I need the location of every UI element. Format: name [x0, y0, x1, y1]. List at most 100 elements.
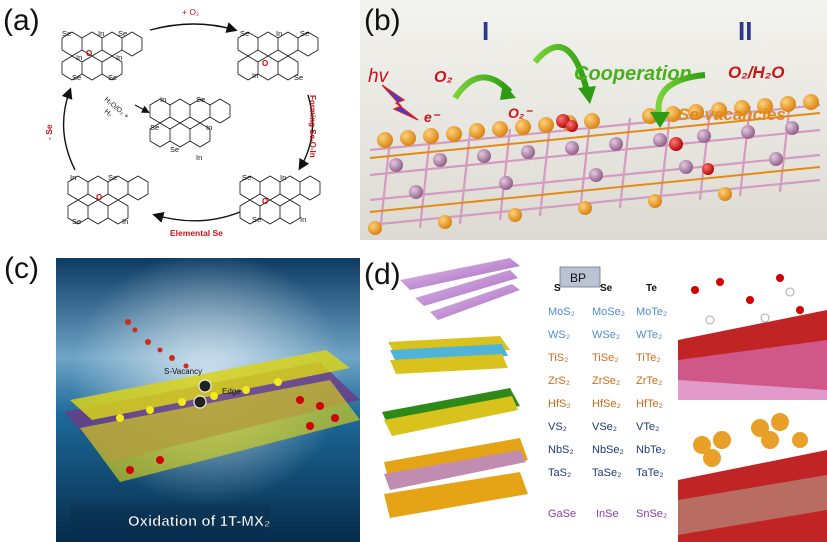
panel-label-a: (a) [3, 4, 40, 37]
cell-hfse2: HfSe₂ [592, 398, 621, 410]
atom-in: In [122, 217, 128, 226]
header-s: S [554, 283, 561, 294]
atom-se: Se [118, 29, 127, 38]
cell-nbs2: NbS₂ [548, 444, 574, 456]
lattice-top-right [237, 31, 319, 81]
cell-zrte2: ZrTe₂ [636, 375, 663, 387]
atom-se: Se [72, 217, 81, 226]
atom-se: Se [150, 123, 159, 132]
o2-h2o-label: O₂/H₂O [728, 63, 784, 82]
bubbles [125, 319, 189, 369]
atom-in: In [70, 173, 76, 182]
cooperation-arrow-2-head [578, 86, 596, 104]
purple-atoms [389, 121, 799, 199]
lattice-bottom-left [67, 175, 149, 225]
label-forming-se-o-in: Forming Se-O-In [308, 95, 317, 158]
cell-wse2: WSe₂ [592, 329, 621, 341]
header-se: Se [600, 283, 613, 294]
atom-in: In [276, 29, 282, 38]
panel-label-d: (d) [364, 258, 401, 291]
hv-label: hv [368, 66, 390, 87]
atom-o: O [262, 59, 268, 68]
atom-in: In [196, 153, 202, 162]
label-plus-o2: + O₂ [182, 7, 199, 17]
atom-in: In [160, 95, 166, 104]
cell-inse: InSe [596, 508, 619, 520]
lattice-bonds-orange [369, 112, 821, 213]
panel-label-b: (b) [364, 4, 401, 37]
cell-snse2: SnSe₂ [636, 508, 668, 520]
tmd-1t-structure [382, 388, 528, 518]
cell-hfs2: HfS₂ [548, 398, 571, 410]
cell-vte2: VTe₂ [636, 421, 660, 433]
cell-gase: GaSe [548, 508, 577, 520]
atom-o: O [262, 197, 268, 206]
cell-mote2: MoTe₂ [636, 306, 668, 318]
atom-se: Se [72, 73, 81, 82]
cell-tis2: TiS₂ [548, 352, 569, 364]
atom-se: Se [196, 95, 205, 104]
cell-tise2: TiSe₂ [592, 352, 619, 364]
atom-se: Se [108, 173, 117, 182]
atom-se: Se [294, 73, 303, 82]
edge-label: Edge [222, 387, 241, 396]
label-minus-se: - Se [44, 124, 54, 140]
region-i-label: I [482, 16, 489, 46]
material-table: S Se Te MoS₂ MoSe₂ MoTe₂ WS₂ WSe₂ WTe₂ T… [548, 283, 678, 523]
cooperation-label: Cooperation [574, 63, 692, 85]
oxygen-atoms [556, 114, 714, 175]
atom-se: Se [242, 173, 251, 182]
o2-label: O₂ [434, 69, 453, 86]
panel-d: BP (d) [360, 250, 827, 542]
cell-vs2: VS₂ [548, 421, 567, 433]
panel-a: Se In Se In In Se Se Se In Se In Se In S… [0, 0, 355, 250]
panel-c: S-Vacancy Edge Oxidation of 1T-MX₂ (c) [0, 250, 360, 542]
atom-in: In [98, 29, 104, 38]
cell-nbte2: NbTe₂ [636, 444, 666, 456]
arrow-bottom [152, 211, 241, 223]
atom-se: Se [300, 29, 309, 38]
superoxide-label: O₂⁻ [508, 105, 533, 121]
cell-tas2: TaS₂ [548, 467, 572, 479]
phosphorene-structure [400, 258, 520, 320]
arrow-top [149, 22, 238, 33]
cell-hfte2: HfTe₂ [636, 398, 663, 410]
s-vacancy-label: S-Vacancy [164, 367, 202, 376]
lattice-center [149, 98, 231, 148]
atom-in: In [76, 53, 82, 62]
bp-label: BP [570, 271, 586, 285]
oxidized-slab-top [678, 274, 827, 400]
oxidized-slab-bottom [678, 413, 827, 542]
label-h2: H₂ [103, 108, 114, 119]
panel-b: I II hv O₂ e⁻ O₂⁻ Cooperation O₂/H₂O Se-… [360, 0, 827, 240]
cell-ws2: WS₂ [548, 329, 570, 341]
cell-tase2: TaSe₂ [592, 467, 622, 479]
lattice-top-left [61, 31, 143, 81]
light-bolt-icon [381, 84, 419, 121]
label-elemental-se: Elemental Se [170, 228, 223, 238]
atom-in: In [116, 53, 122, 62]
atom-se: Se [240, 29, 249, 38]
arrow-right [298, 94, 314, 171]
panel-a-scheme: Se In Se In In Se Se Se In Se In Se In S… [44, 7, 321, 238]
panel-label-c: (c) [4, 252, 39, 285]
atom-se: Se [62, 29, 71, 38]
se-vacancies-label: Se-vacancies [678, 105, 786, 124]
region-ii-label: II [738, 16, 752, 46]
cell-tate2: TaTe₂ [636, 467, 664, 479]
atom-se: Se [170, 145, 179, 154]
cell-tite2: TiTe₂ [636, 352, 661, 364]
cell-zrs2: ZrS₂ [548, 375, 570, 387]
surface-atoms [116, 378, 339, 474]
arrow-center [134, 104, 150, 113]
cell-mose2: MoSe₂ [592, 306, 626, 318]
cell-zrse2: ZrSe₂ [592, 375, 621, 387]
atom-in: In [280, 173, 286, 182]
atom-in: In [300, 215, 306, 224]
cooperation-arrow-3-head [650, 112, 670, 128]
atom-o: O [86, 49, 92, 58]
panel-c-illustration: S-Vacancy Edge Oxidation of 1T-MX₂ [56, 258, 360, 542]
cell-mos2: MoS₂ [548, 306, 575, 318]
atom-o: O [96, 193, 102, 202]
electron-label: e⁻ [424, 109, 441, 125]
